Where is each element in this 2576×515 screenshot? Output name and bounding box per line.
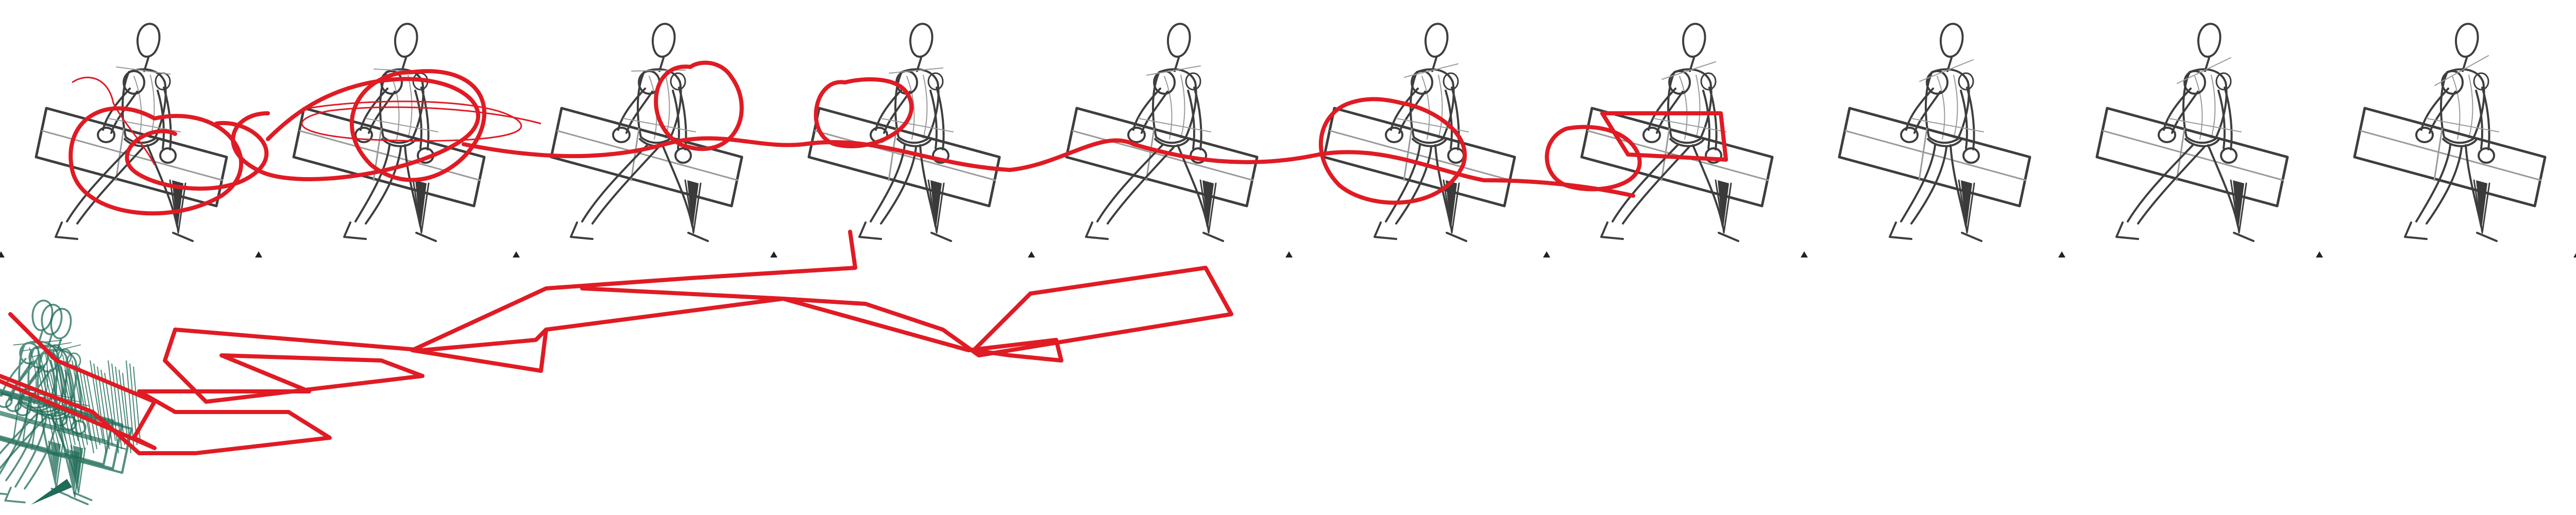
sketch-frame-strip: [35, 23, 2547, 242]
annotation-loop: [1318, 97, 1467, 205]
triangle-marker-icon: [770, 251, 777, 258]
triangle-marker-icon: [255, 251, 262, 258]
triangle-marker-icon: [513, 251, 520, 258]
animation-frame[interactable]: [35, 23, 228, 242]
animation-frame[interactable]: [2095, 23, 2289, 242]
annotation-loop: [1545, 125, 1642, 192]
annotation-thin-line: [72, 76, 156, 165]
triangle-marker-icon: [1543, 251, 1550, 258]
annotation-loop: [349, 69, 486, 182]
triangle-marker-icon: [2058, 251, 2065, 258]
animation-frame[interactable]: [1838, 23, 2031, 242]
triangle-marker-icon: [0, 251, 5, 258]
triangle-marker-icon: [2573, 253, 2576, 258]
animation-frame[interactable]: [1323, 23, 1516, 242]
red-annotation-stroke: [0, 60, 1728, 455]
annotation-loop: [814, 77, 913, 148]
triangle-marker-icon: [1028, 251, 1035, 258]
animation-frame[interactable]: [807, 23, 1001, 242]
annotation-zigzag-end: [0, 312, 157, 450]
triangle-marker-icon: [2316, 251, 2323, 258]
frame-marker-row: [0, 251, 2576, 258]
annotation-thin-loop: [301, 100, 541, 142]
annotation-loop: [1600, 111, 1728, 162]
triangle-marker-icon: [1285, 251, 1293, 258]
animation-frame[interactable]: [1065, 23, 1259, 242]
onion-skin-shin: [31, 479, 72, 505]
annotation-zigzag: [410, 230, 1233, 373]
annotation-zigzag-left: [0, 328, 548, 455]
annotation-loop: [125, 121, 269, 191]
animation-frame[interactable]: [2353, 23, 2547, 242]
annotation-loop: [231, 77, 481, 181]
annotation-loop: [654, 60, 744, 151]
triangle-marker-icon: [1801, 251, 1808, 258]
annotation-path: [462, 136, 1635, 198]
